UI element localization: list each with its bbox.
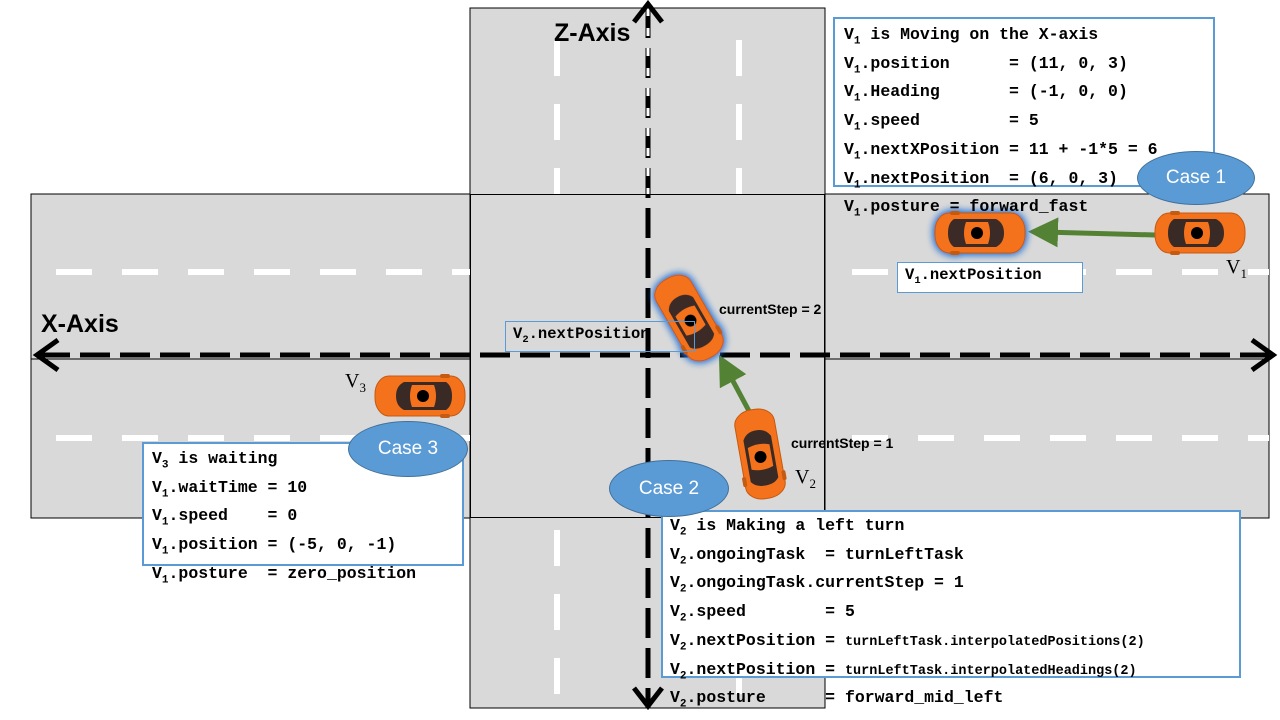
x-axis	[32, 337, 1278, 373]
case1-info-line: V1.nextXPosition = 11 + -1*5 = 6	[844, 139, 1158, 163]
case1-info-line: V1 is Moving on the X-axis	[844, 25, 1099, 48]
v1-next-position-tag: V1.nextPosition	[897, 262, 1083, 293]
v2-label: V2	[795, 466, 816, 491]
z-axis	[632, 0, 664, 711]
case3-info-line: V1.posture = zero_position	[152, 563, 417, 587]
case2-info-line: V2 is Making a left turn	[670, 516, 905, 539]
v3-label: V3	[345, 370, 366, 395]
case1-info-line: V1.nextPosition = (6, 0, 3)	[844, 168, 1118, 191]
case1-info-line: V1.Heading = (-1, 0, 0)	[844, 82, 1128, 105]
case1-info-line: V1.speed = 5	[844, 111, 1039, 134]
case3-info-line: V1.speed = 0	[152, 506, 298, 529]
current-step-1-label: currentStep = 1	[791, 435, 894, 451]
case2-info-line: V2.nextPosition = turnLeftTask.interpola…	[670, 630, 1145, 654]
v2-move-arrow	[718, 354, 752, 413]
v1-move-arrow	[1028, 217, 1156, 248]
case2-badge: Case 2	[609, 460, 729, 517]
case2-info-line: V2.nextPosition = turnLeftTask.interpola…	[670, 659, 1137, 682]
case1-info-line: V1.posture = forward_fast	[844, 197, 1089, 220]
case3-info-line: V1.waitTime = 10	[152, 477, 308, 500]
case1-info-line: V1.position = (11, 0, 3)	[844, 53, 1128, 76]
case3-info-line: V3 is waiting	[152, 449, 278, 472]
case3-info-line: V1.position = (-5, 0, -1)	[152, 535, 397, 558]
car-v3	[374, 373, 466, 419]
z-axis-label: Z-Axis	[554, 19, 631, 47]
current-step-2-label: currentStep = 2	[719, 301, 822, 317]
case2-info-line: V2.posture = forward_mid_left	[670, 688, 1004, 711]
case3-badge: Case 3	[348, 421, 468, 477]
case2-info-line: V2.ongoingTask.currentStep = 1	[670, 573, 964, 596]
v2-next-position-tag: V2.nextPosition	[505, 321, 695, 352]
case2-info-line: V2.ongoingTask = turnLeftTask	[670, 544, 964, 567]
v1-label: V1	[1226, 256, 1247, 281]
case1-badge: Case 1	[1137, 151, 1255, 205]
x-axis-label: X-Axis	[41, 310, 119, 338]
case2-info-line: V2.speed = 5	[670, 602, 855, 625]
